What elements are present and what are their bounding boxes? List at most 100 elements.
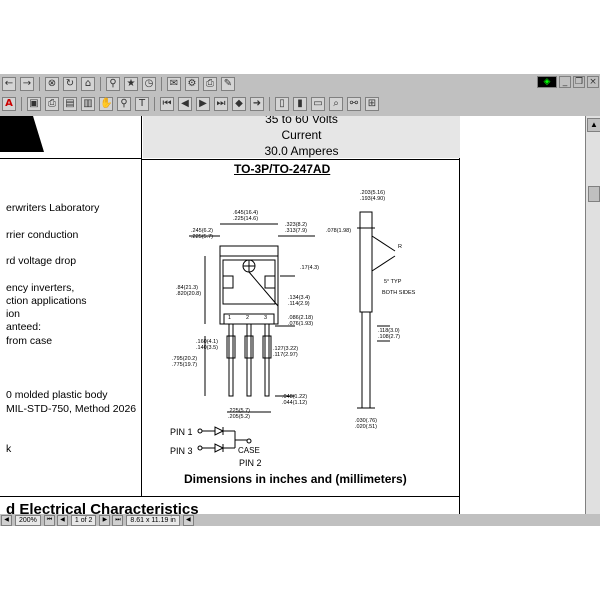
thumbnails-icon[interactable]: ▥ [81,96,95,111]
bookmark-icon[interactable]: ⊞ [365,96,379,111]
print-icon[interactable]: ⎙ [45,96,59,111]
dimension-label: .225(5.7) [228,408,251,414]
zoom-level[interactable]: 200% [15,514,41,526]
navigation-toolbar: ← → ⊗ ↻ ⌂ ⚲ ★ ◷ ✉ ⚙ ⎙ ✎ ◈ _ ❐ × [0,74,600,93]
previous-page-icon[interactable]: ◀ [56,514,68,526]
package-title: TO-3P/TO-247AD [234,162,331,176]
favorites-icon[interactable]: ★ [124,76,138,91]
scroll-up-icon[interactable]: ▲ [587,118,600,132]
diode-symbol [214,426,225,436]
dimension-label: 5° TYP [384,279,402,285]
go-back-icon[interactable]: ◆ [232,96,246,111]
forward-arrow-icon[interactable]: → [20,76,34,91]
dimension-label: .225(5.7) [191,234,214,240]
toolbar-separator [100,76,101,91]
fit-width-icon[interactable]: ▭ [311,96,325,111]
page-prev-icon[interactable]: ◀ [1,514,12,526]
first-page-icon[interactable]: ⏮ [43,514,55,526]
dimension-label: .820(20.8) [176,291,202,297]
feature-text: rrier conduction [6,229,79,241]
web-search-icon[interactable]: ⚯ [347,96,361,111]
table-divider [141,116,142,496]
navigation-pane-icon[interactable]: ▤ [63,96,77,111]
scroll-left-icon[interactable]: ◀ [182,514,194,526]
refresh-icon[interactable]: ↻ [63,76,77,91]
dimension-label: .086(2.18) [288,315,314,321]
pin1-label: PIN 1 [170,427,193,437]
stop-icon[interactable]: ⊗ [45,76,59,91]
close-icon[interactable]: × [587,76,599,88]
scroll-thumb[interactable] [588,186,600,202]
dimension-label: R [398,244,402,250]
dimension-label: .205(5.2) [228,414,251,420]
minimize-icon[interactable]: _ [559,76,571,88]
mail-icon[interactable]: ✉ [167,76,181,91]
dimension-label: .078(1.98) [326,228,352,234]
status-bar: ◀ 200% ⏮ ◀ 1 of 2 ▶ ⏭ 8.61 x 11.19 in ◀ [0,514,600,526]
pin3-label: PIN 3 [170,446,193,456]
zoom-tool-icon[interactable]: ⚲ [117,96,131,111]
dimension-label: .225(14.6) [233,216,259,222]
feature-text: rd voltage drop [6,255,77,267]
toolbar-separator [269,96,270,111]
next-page-icon[interactable]: ▶ [196,96,210,111]
history-icon[interactable]: ◷ [142,76,156,91]
save-icon[interactable]: ▣ [27,96,41,111]
restore-icon[interactable]: ❐ [573,76,585,88]
actual-size-icon[interactable]: ▯ [275,96,289,111]
go-forward-icon[interactable]: ➜ [250,96,264,111]
previous-page-icon[interactable]: ◀ [178,96,192,111]
page-indicator[interactable]: 1 of 2 [70,514,97,526]
dimension-label: .84(21.3) [176,285,199,291]
dimension-label: .203(5.16) [360,190,386,196]
table-divider [141,159,460,160]
hand-tool-icon[interactable]: ✋ [99,96,113,111]
print-icon[interactable]: ⎙ [203,76,217,91]
feature-text: anteed: [6,321,42,333]
table-divider [0,496,460,497]
dimension-label: .140(3.5) [196,345,219,351]
dimension-label: .020(.51) [355,424,378,430]
dimension-label: .313(7.9) [285,228,308,234]
dimension-label: BOTH SIDES [382,290,416,296]
home-icon[interactable]: ⌂ [81,76,95,91]
dimension-label: .127(3.22) [273,346,299,352]
manufacturer-logo [0,116,44,152]
dimension-label: .134(3.4) [288,295,311,301]
dimension-label: .117(2.97) [273,352,298,358]
feature-text: ction applications [6,295,87,307]
feature-text: k [6,443,12,455]
pin2-label: PIN 2 [239,458,262,468]
vertical-scrollbar[interactable]: ▲ [585,116,600,514]
back-arrow-icon[interactable]: ← [2,76,16,91]
feature-text: ency inverters, [6,282,75,294]
fit-page-icon[interactable]: ▮ [293,96,307,111]
edit-icon[interactable]: ✎ [221,76,235,91]
last-page-icon[interactable]: ⏭ [112,514,124,526]
settings-icon[interactable]: ⚙ [185,76,199,91]
dimension-label: .160(4.1) [196,339,219,345]
dimension-label: .076(1.93) [288,321,314,327]
text-select-icon[interactable]: T [135,96,149,111]
toolbar-separator [161,76,162,91]
ratings-header: 35 to 60 Volts Current 30.0 Amperes [143,116,460,158]
package-outline-drawing [189,211,396,453]
pdf-document-page: 35 to 60 Volts Current 30.0 Amperes TO-3… [0,116,585,514]
toolbar-separator [21,96,22,111]
feature-text: ion [6,308,21,320]
table-divider [0,158,141,159]
feature-text: from case [6,335,53,347]
pdf-toolbar: A ▣ ⎙ ▤ ▥ ✋ ⚲ T ⏮ ◀ ▶ ⏭ ◆ ➜ ▯ ▮ ▭ ⌕ ⚯ ⊞ [0,94,600,113]
dimension-label: .795(20.2) [172,356,198,362]
first-page-icon[interactable]: ⏮ [160,96,174,111]
find-icon[interactable]: ⌕ [329,96,343,111]
search-icon[interactable]: ⚲ [106,76,120,91]
pin-number: 2 [246,315,250,321]
toolbar-separator [39,76,40,91]
next-page-icon[interactable]: ▶ [99,514,111,526]
dimension-label: .114(2.9) [288,301,310,307]
dimension-label: .323(8.2) [285,222,308,228]
dimension-label: .17(4.3) [300,265,319,271]
pin-number: 1 [228,315,232,321]
last-page-icon[interactable]: ⏭ [214,96,228,111]
